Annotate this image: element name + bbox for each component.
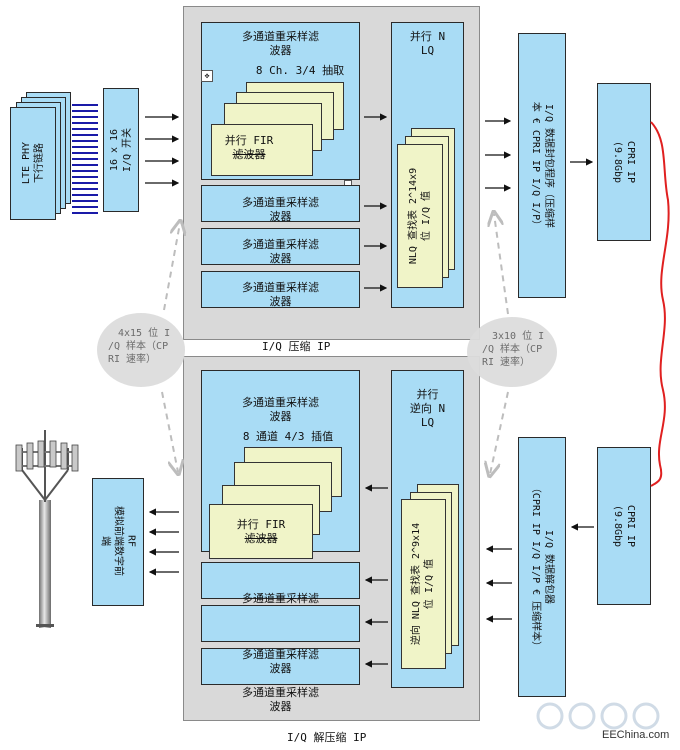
rf-frontend-block <box>92 478 144 606</box>
bottom-filter-4 <box>201 648 360 685</box>
iq-packer-block <box>518 33 566 298</box>
left-sample-format-bubble <box>97 313 185 387</box>
top-filter-group-title: 多通道重采样滤波器 <box>242 30 319 57</box>
move-handle-icon: ✥ <box>201 70 213 82</box>
left-sample-format-text: 4x15 位 I /Q 样本（CP RI 速率） <box>108 328 171 365</box>
top-filter-4 <box>201 271 360 308</box>
bottom-filter-3 <box>201 605 360 642</box>
top-filter-3-label: 多通道重采样滤波器 <box>242 238 319 265</box>
top-filter-4-label: 多通道重采样滤波器 <box>242 281 319 308</box>
top-filter-2 <box>201 185 360 222</box>
top-nlq-card-1 <box>397 144 443 288</box>
bottom-fir-card-1 <box>209 504 313 559</box>
bottom-nlq-card-1 <box>401 499 446 669</box>
bottom-filter-group-subtitle: 8 通道 4/3 插值 <box>242 430 334 443</box>
compression-ip-title: I/Q 压缩 IP <box>262 340 331 353</box>
top-filter-3 <box>201 228 360 265</box>
right-sample-format-text: 3x10 位 I /Q 样本（CP RI 速率） <box>482 331 545 368</box>
bottom-filter-5-label: 多通道重采样滤波器 <box>242 686 319 713</box>
decompression-ip-title: I/Q 解压缩 IP <box>287 731 367 744</box>
iq-switch-block <box>103 88 139 212</box>
iq-unpacker-block <box>518 437 566 697</box>
bottom-filter-4-label: 多通道重采样滤波器 <box>242 648 319 675</box>
cpri-ip-top-block <box>597 83 651 241</box>
top-fir-card-1 <box>211 124 313 176</box>
bottom-filter-2 <box>201 562 360 599</box>
top-filter-group-subtitle: 8 Ch. 3/4 抽取 <box>255 64 345 77</box>
watermark-text: EEChina.com <box>602 729 670 741</box>
data-lines-bus <box>72 104 98 216</box>
right-sample-format-bubble <box>467 317 557 387</box>
lte-phy-block <box>10 107 56 220</box>
cpri-ip-bottom-block <box>597 447 651 605</box>
bottom-filter-group-title: 多通道重采样滤波器 <box>242 396 319 423</box>
top-filter-2-label: 多通道重采样滤波器 <box>242 196 319 223</box>
